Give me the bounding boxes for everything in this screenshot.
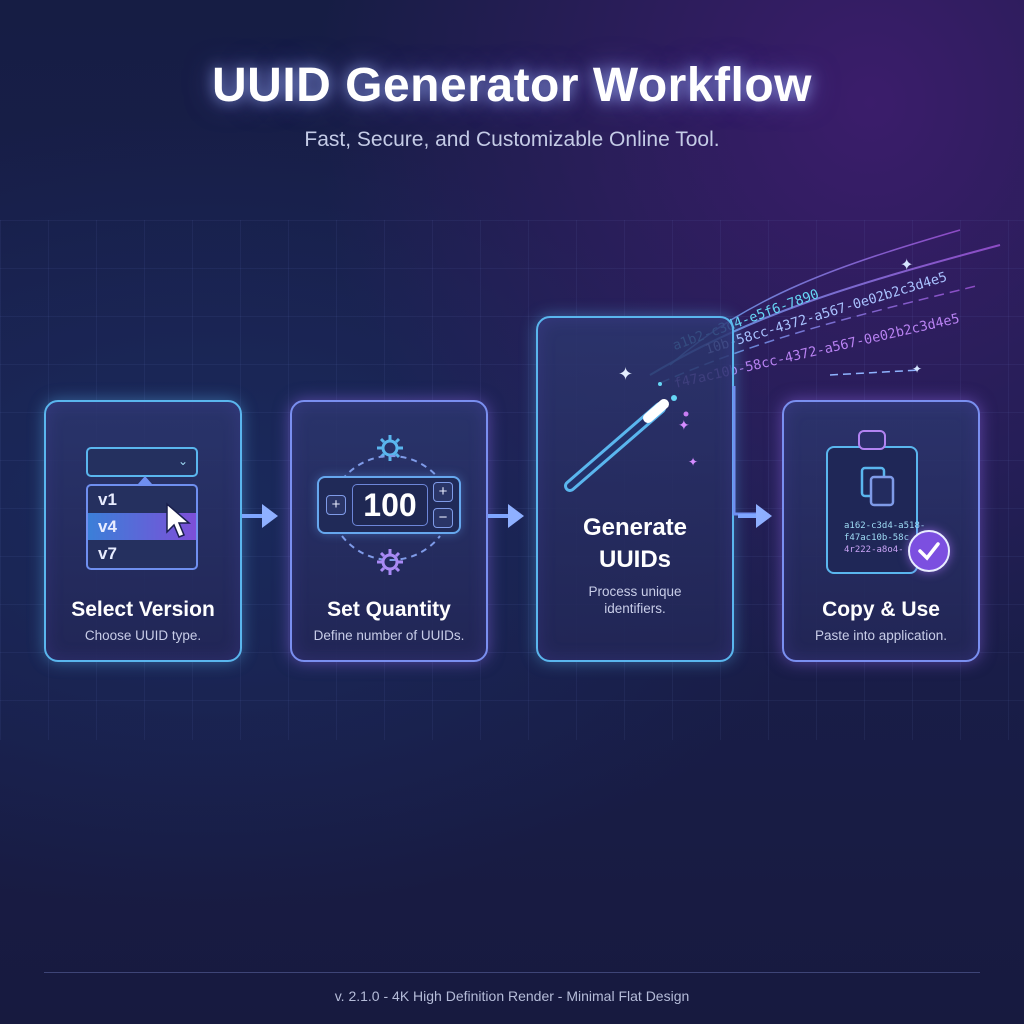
clipboard-line: 4r222-a8o4- bbox=[844, 545, 904, 555]
cursor-icon bbox=[166, 502, 192, 538]
step-card-select-version[interactable]: ⌄ v1 v4 v7 Select Version Choose UUID ty… bbox=[44, 400, 242, 662]
decrement-button-left[interactable]: + bbox=[326, 495, 346, 515]
flow-arrow-icon bbox=[488, 504, 524, 528]
version-option-v1[interactable]: v1 bbox=[98, 490, 117, 509]
version-option-v7[interactable]: v7 bbox=[98, 544, 117, 563]
step-title-line-2: UUIDs bbox=[598, 546, 671, 573]
svg-text:✦: ✦ bbox=[688, 455, 698, 469]
step-card-copy-use[interactable]: a162-c3d4-a518- f47ac10b-58c 4r222-a8o4-… bbox=[782, 400, 980, 662]
gear-icon bbox=[377, 549, 403, 575]
step-card-generate-uuids[interactable]: ✦ ✦ ✦ Generate UUIDs Process unique iden… bbox=[536, 316, 734, 662]
svg-text:✦: ✦ bbox=[678, 417, 690, 433]
clipboard-clip bbox=[858, 430, 886, 450]
step-card-set-quantity[interactable]: + 100 + − Set Quantity Define number of … bbox=[290, 400, 488, 662]
quantity-value[interactable]: 100 bbox=[352, 484, 428, 526]
step-description: Paste into application. bbox=[814, 628, 948, 643]
sparkle-icon: ✦ bbox=[912, 362, 922, 376]
page-subtitle: Fast, Secure, and Customizable Online To… bbox=[304, 128, 720, 151]
dial-ring bbox=[341, 454, 441, 562]
step-description-line-2: identifiers. bbox=[604, 601, 666, 616]
increment-button[interactable]: + bbox=[433, 482, 453, 502]
flow-arrow-icon bbox=[738, 504, 772, 528]
footer-divider bbox=[44, 972, 980, 973]
flow-arrow-icon bbox=[242, 504, 278, 528]
clipboard-line: f47ac10b-58c bbox=[844, 533, 910, 543]
copy-icon bbox=[860, 466, 895, 507]
footer-text: v. 2.1.0 - 4K High Definition Render - M… bbox=[334, 988, 690, 1004]
check-circle-icon bbox=[908, 530, 950, 572]
step-description: Choose UUID type. bbox=[84, 628, 202, 643]
svg-text:✦: ✦ bbox=[618, 364, 633, 384]
magic-wand-icon: ✦ ✦ ✦ bbox=[564, 364, 698, 492]
step-title-line-1: Generate bbox=[582, 514, 688, 541]
chevron-down-icon: ⌄ bbox=[177, 454, 188, 468]
sparkle-icon: ✦ bbox=[900, 257, 913, 274]
quantity-stepper[interactable]: + 100 + − bbox=[317, 476, 461, 534]
step-title: Select Version bbox=[71, 598, 215, 621]
clipboard-line: a162-c3d4-a518- bbox=[844, 521, 926, 531]
version-dropdown[interactable]: ⌄ bbox=[86, 447, 198, 477]
step-description: Define number of UUIDs. bbox=[313, 628, 465, 643]
step-title: Copy & Use bbox=[822, 598, 940, 621]
step-title: Set Quantity bbox=[327, 598, 451, 621]
page-title: UUID Generator Workflow bbox=[211, 59, 812, 112]
step-description-line-1: Process unique bbox=[588, 584, 682, 599]
decrement-button[interactable]: − bbox=[433, 508, 453, 528]
